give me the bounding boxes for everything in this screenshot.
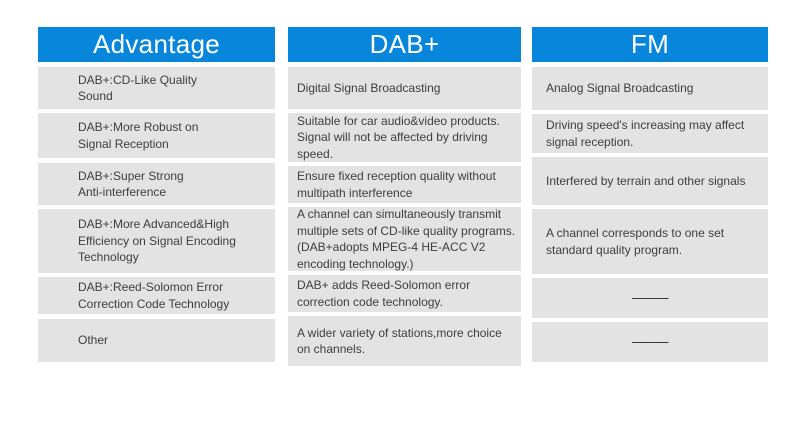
column-header-advantage: Advantage xyxy=(38,27,275,62)
advantage-cell-4: DAB+:More Advanced&High Efficiency on Si… xyxy=(38,209,275,273)
fm-cell-1: Analog Signal Broadcasting xyxy=(532,67,768,110)
advantage-cell-1: DAB+:CD-Like Quality Sound xyxy=(38,67,275,109)
fm-cell-5-dash-placeholder: ——— xyxy=(532,278,768,318)
column-dab: DAB+ Digital Signal Broadcasting Suitabl… xyxy=(288,0,521,421)
fm-cell-3: Interfered by terrain and other signals xyxy=(532,157,768,205)
advantage-cell-6: Other xyxy=(38,319,275,362)
fm-cell-2: Driving speed's increasing may affect si… xyxy=(532,114,768,153)
advantage-cell-2: DAB+:More Robust on Signal Reception xyxy=(38,113,275,158)
dab-cell-3: Ensure fixed reception quality without m… xyxy=(288,166,521,203)
dab-cell-4: A channel can simultaneously transmit mu… xyxy=(288,207,521,271)
fm-cell-4: A channel corresponds to one set standar… xyxy=(532,209,768,274)
dab-cell-1: Digital Signal Broadcasting xyxy=(288,67,521,109)
column-header-dab: DAB+ xyxy=(288,27,521,62)
column-advantage: Advantage DAB+:CD-Like Quality Sound DAB… xyxy=(38,0,275,421)
column-fm: FM Analog Signal Broadcasting Driving sp… xyxy=(532,0,768,421)
column-header-fm: FM xyxy=(532,27,768,62)
advantage-cell-5: DAB+:Reed-Solomon Error Correction Code … xyxy=(38,277,275,314)
dab-cell-2: Suitable for car audio&video products. S… xyxy=(288,113,521,162)
fm-cell-6-dash-placeholder: ——— xyxy=(532,322,768,362)
advantage-cell-3: DAB+:Super Strong Anti-interference xyxy=(38,163,275,205)
dab-cell-5: DAB+ adds Reed-Solomon error correction … xyxy=(288,275,521,312)
dab-cell-6: A wider variety of stations,more choice … xyxy=(288,316,521,366)
